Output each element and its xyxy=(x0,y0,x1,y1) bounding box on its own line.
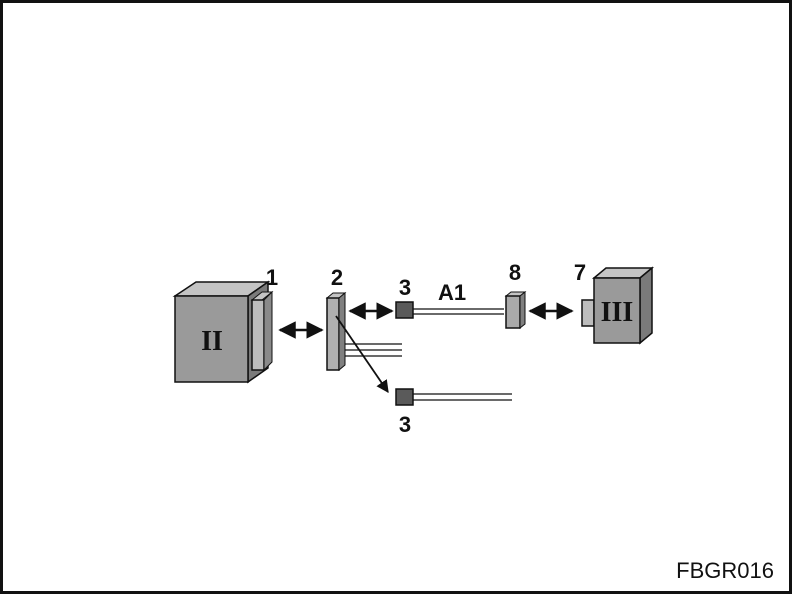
connector-1 xyxy=(250,290,274,372)
module-iii-box: III xyxy=(581,266,655,345)
arrow-2-to-3 xyxy=(335,315,389,394)
connector-8 xyxy=(504,290,527,330)
module-ii-label: II xyxy=(201,326,223,357)
label-connector-3-top: 3 xyxy=(399,275,411,300)
label-connector-1: 1 xyxy=(266,265,278,290)
module-iii-label: III xyxy=(601,297,634,328)
connector-2 xyxy=(325,291,347,372)
label-connector-3-bottom: 3 xyxy=(399,412,411,437)
label-cable-a1: A1 xyxy=(438,280,466,305)
label-connector-8: 8 xyxy=(509,260,521,285)
figure-code: FBGR016 xyxy=(676,558,774,583)
label-connector-7: 7 xyxy=(574,260,586,285)
connector-7 xyxy=(581,299,595,327)
label-connector-2: 2 xyxy=(331,265,343,290)
connector-3-top xyxy=(395,301,414,319)
module-ii-box: II xyxy=(172,280,271,384)
connector-3-bottom xyxy=(395,388,414,406)
